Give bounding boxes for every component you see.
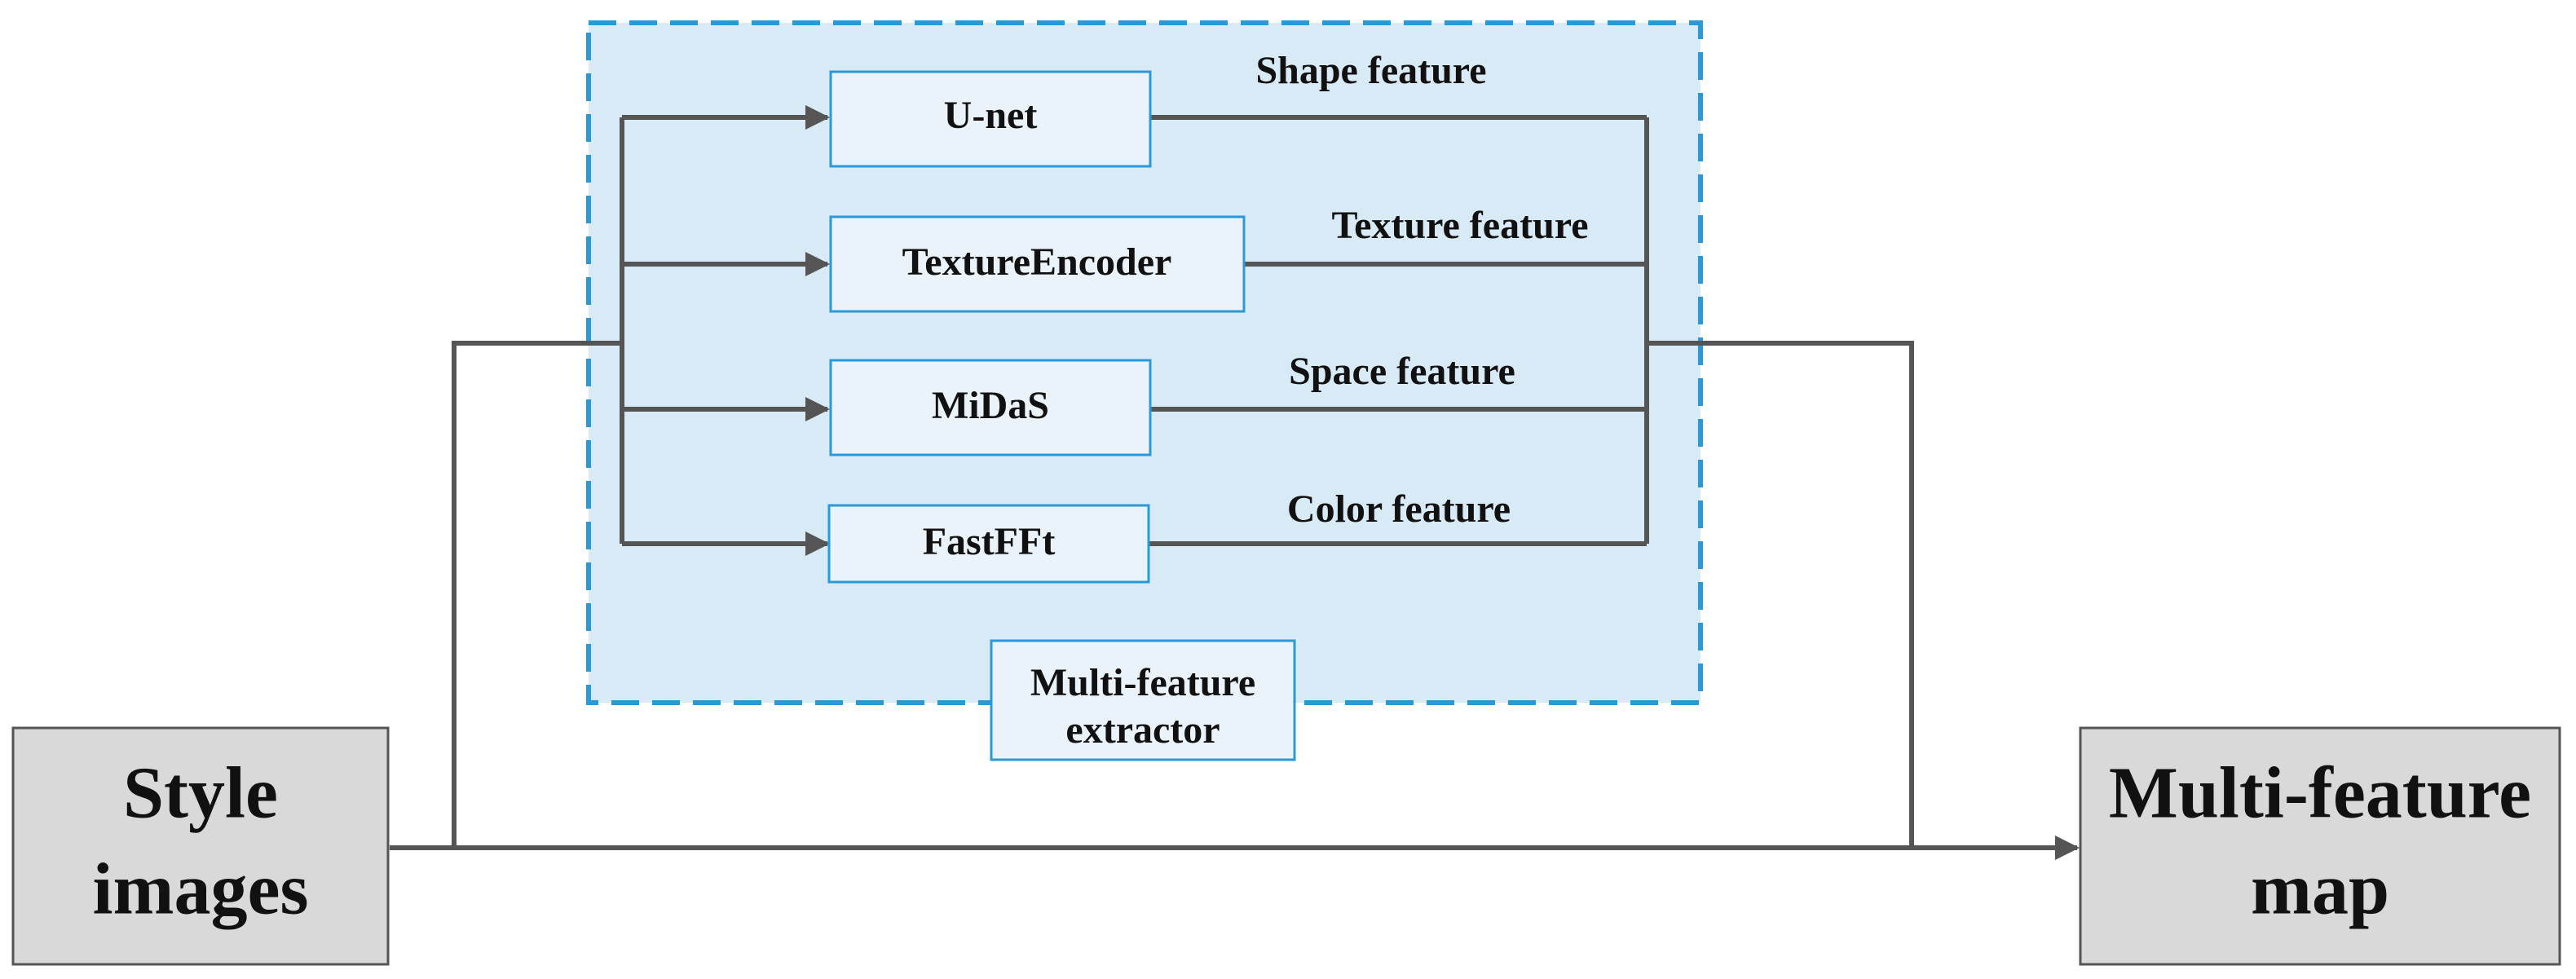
style-images-box xyxy=(11,726,390,966)
multi-feature-map-box xyxy=(2079,726,2561,966)
multi-feature-map-line1: Multi-feature xyxy=(2109,753,2531,834)
fastfft-label: FastFFt xyxy=(923,520,1056,563)
branch-in-line xyxy=(452,341,622,848)
midas-label: MiDaS xyxy=(932,384,1049,427)
style-images-line2: images xyxy=(93,849,309,930)
extractor-caption-line2: extractor xyxy=(1065,708,1220,752)
fastfft-box xyxy=(827,504,1150,584)
unet-label: U-net xyxy=(944,94,1038,137)
branch-out-line xyxy=(1647,341,1914,848)
color-feature-label: Color feature xyxy=(1287,487,1511,531)
connector-lines xyxy=(390,105,2080,860)
space-feature-label: Space feature xyxy=(1289,350,1515,393)
texture-feature-label: Texture feature xyxy=(1331,204,1588,247)
shape-feature-label: Shape feature xyxy=(1255,49,1486,92)
extractor-caption-box xyxy=(990,639,1296,761)
unet-box xyxy=(829,70,1152,168)
multi-feature-map-line2: map xyxy=(2251,849,2389,930)
midas-box xyxy=(829,359,1152,456)
textureencoder-box xyxy=(829,215,1246,313)
textureencoder-label: TextureEncoder xyxy=(902,240,1172,284)
extractor-caption-line1: Multi-feature xyxy=(1030,661,1255,704)
style-images-line1: Style xyxy=(123,753,278,834)
